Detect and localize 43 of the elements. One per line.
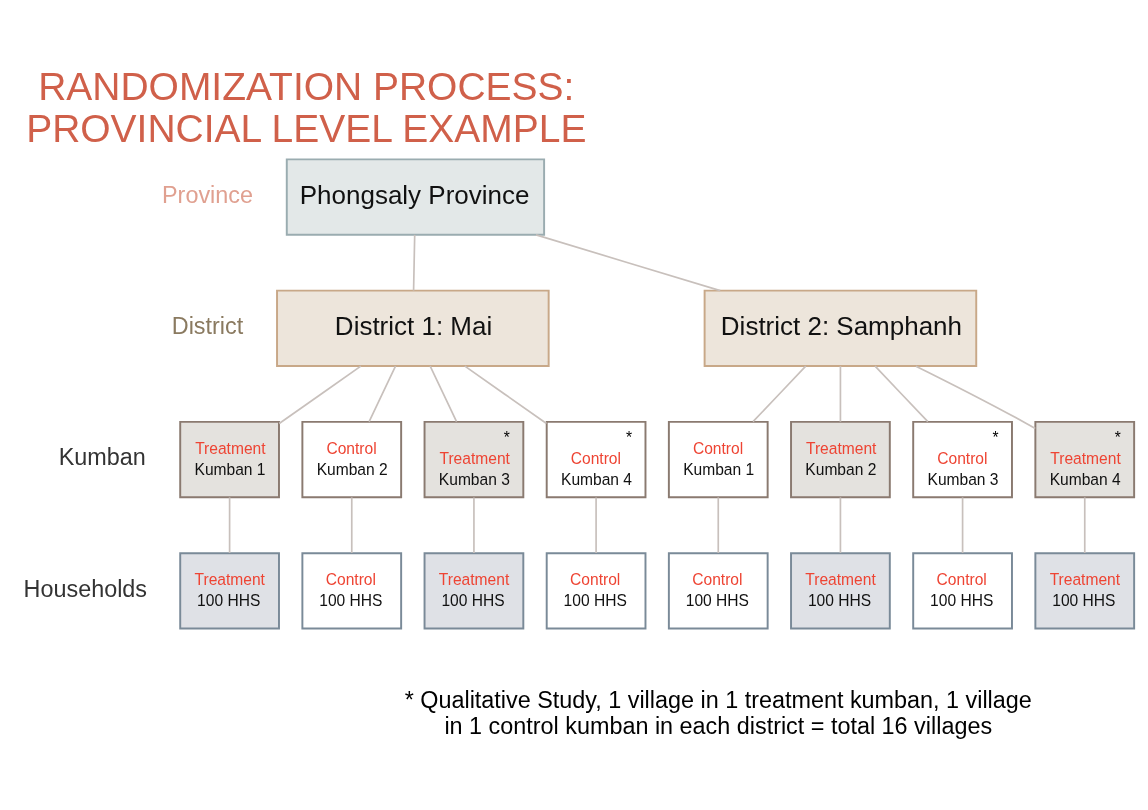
- node-box: * Control Kumban 4: [545, 420, 647, 499]
- connector: [429, 365, 458, 423]
- node-box: Treatment 100 HHS: [423, 552, 525, 630]
- node-box: Treatment 100 HHS: [790, 552, 891, 630]
- connector: [717, 496, 720, 554]
- node-box: Control 100 HHS: [667, 552, 769, 630]
- node-box: Treatment 100 HHS: [1034, 552, 1136, 630]
- node-box: Control 100 HHS: [545, 552, 647, 630]
- connector: [874, 365, 929, 423]
- node-box: Treatment Kumban 2: [790, 420, 891, 499]
- node-box: Control Kumban 2: [301, 420, 403, 499]
- node-box: * Treatment Kumban 3: [423, 420, 525, 499]
- node-box: District 1: Mai: [276, 289, 550, 367]
- label: District: [171, 313, 244, 340]
- label: Province: [162, 181, 253, 208]
- label: Households: [23, 575, 148, 602]
- node-box: * Treatment Kumban 4: [1034, 420, 1136, 499]
- connector: [839, 365, 842, 423]
- connector: [839, 496, 842, 554]
- connector: [412, 234, 416, 292]
- caption: * Qualitative Study, 1 village in 1 treatment kumban, 1 village in 1 control kumban in each district = total 16 villages: [404, 687, 1032, 740]
- node-box: District 2: Samphanh: [703, 289, 978, 367]
- connector: [1083, 496, 1086, 554]
- node-box: Phongsaly Province: [285, 158, 546, 236]
- node-box: Control 100 HHS: [912, 552, 1013, 630]
- connector: [368, 365, 397, 423]
- diagram-title: RANDOMIZATION PROCESS: PROVINCIAL LEVEL EXAMPLE: [26, 64, 587, 151]
- connector: [473, 496, 475, 554]
- node-box: * Control Kumban 3: [912, 420, 1013, 499]
- connector: [535, 234, 722, 292]
- connector: [961, 496, 964, 554]
- connector: [228, 496, 231, 554]
- connector: [278, 365, 362, 425]
- connector: [595, 496, 597, 554]
- label: Kumban: [58, 444, 146, 471]
- node-box: Control Kumban 1: [667, 420, 769, 499]
- node-box: Treatment Kumban 1: [179, 420, 280, 499]
- node-box: Treatment 100 HHS: [179, 552, 280, 630]
- connector: [350, 496, 353, 554]
- connector: [464, 365, 548, 425]
- node-box: Control 100 HHS: [301, 552, 403, 630]
- connector: [752, 365, 807, 423]
- connector: [915, 365, 1037, 430]
